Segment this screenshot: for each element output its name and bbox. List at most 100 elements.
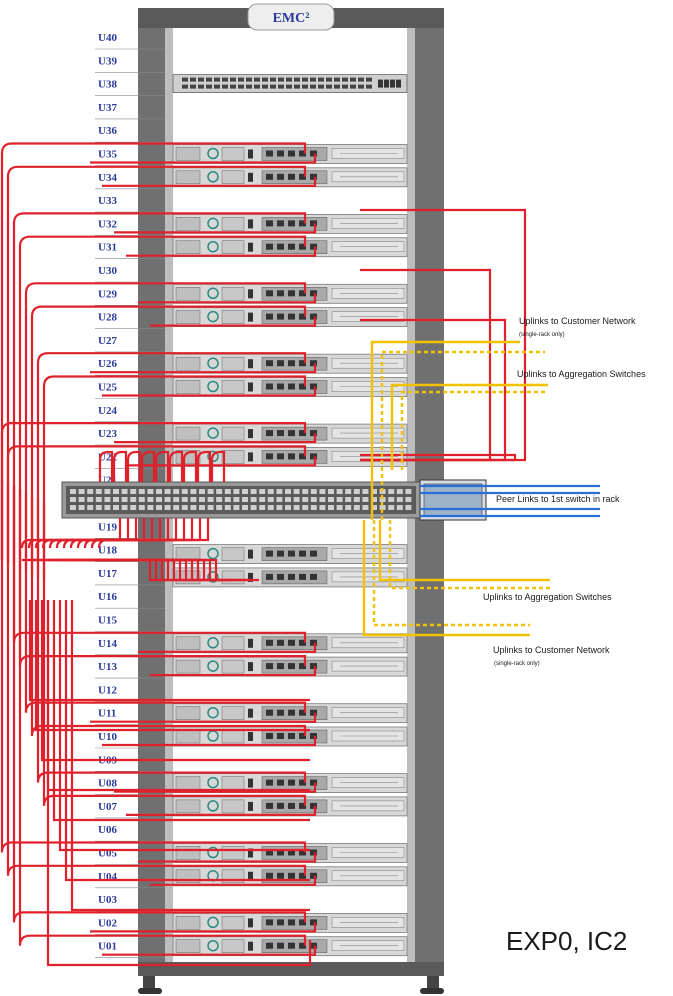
- server-node: [172, 544, 408, 564]
- red-cable: [98, 450, 114, 482]
- red-cable: [6, 483, 307, 876]
- red-cable: [76, 518, 186, 549]
- unit-label: U34: [98, 172, 117, 184]
- red-cable: [168, 450, 184, 482]
- unit-label: U35: [98, 149, 117, 161]
- unit-label: U38: [98, 79, 117, 91]
- rack-brand-badge: EMC²: [247, 3, 335, 31]
- server-node: [172, 237, 408, 258]
- unit-label: U11: [98, 708, 116, 720]
- red-cable: [126, 450, 142, 482]
- red-cable: [50, 558, 196, 582]
- red-cable: [6, 165, 307, 563]
- red-cable: [34, 518, 138, 549]
- uplinks-aggregation-top-label: Uplinks to Aggregation Switches: [517, 369, 646, 379]
- data-switch: [61, 479, 487, 521]
- red-cable: [41, 518, 146, 549]
- unit-label: U08: [98, 778, 117, 790]
- diagram-caption: EXP0, IC2: [506, 926, 627, 956]
- red-cable: [90, 922, 317, 933]
- red-cable: [48, 518, 154, 549]
- yellow-uplink: [390, 383, 548, 470]
- server-node: [172, 656, 408, 677]
- red-cable: [27, 518, 130, 549]
- red-cable: [42, 375, 307, 581]
- yellow-uplink: [388, 520, 550, 590]
- red-cable: [154, 450, 170, 482]
- yellow-uplink: [362, 520, 530, 637]
- server-node: [172, 167, 408, 188]
- red-cable: [18, 489, 307, 946]
- red-cable: [12, 212, 307, 566]
- red-cable: [40, 600, 310, 762]
- yellow-uplink: [378, 520, 550, 582]
- red-cable: [102, 176, 317, 187]
- unit-label: U40: [98, 32, 117, 44]
- red-cable: [20, 518, 122, 549]
- red-cable: [28, 600, 310, 702]
- uplinks-customer-bottom-label: Uplinks to Customer Network: [493, 645, 610, 655]
- uplinks-customer-top-label: Uplinks to Customer Network: [519, 316, 636, 326]
- server-node: [172, 773, 408, 793]
- red-cable: [46, 600, 312, 967]
- red-cable: [69, 518, 178, 549]
- red-cable: [99, 558, 259, 582]
- server-node: [172, 567, 408, 588]
- server-node: [172, 703, 408, 724]
- red-cable: [0, 422, 307, 560]
- server-node: [172, 843, 408, 863]
- red-cable: [58, 600, 310, 852]
- server-node: [172, 866, 408, 887]
- rack-brand-label: EMC²: [273, 11, 310, 26]
- unit-label: U16: [98, 591, 117, 603]
- unit-label: U39: [98, 55, 117, 67]
- unit-label: U12: [98, 684, 117, 696]
- unit-label: U30: [98, 265, 117, 277]
- unit-label: U31: [98, 242, 117, 254]
- red-cable: [360, 453, 517, 462]
- unit-label: U01: [98, 941, 117, 953]
- red-cable: [90, 363, 317, 374]
- uplinks-aggregation-bottom-label: Uplinks to Aggregation Switches: [483, 592, 612, 602]
- red-cable: [140, 450, 156, 482]
- red-cable: [150, 875, 317, 886]
- red-cable: [12, 486, 307, 923]
- unit-label: U17: [98, 568, 117, 580]
- red-cable: [114, 782, 317, 793]
- cables: [0, 142, 600, 967]
- server-node: [172, 307, 408, 328]
- unit-label: U06: [98, 824, 117, 836]
- red-cable: [97, 518, 210, 549]
- red-cable: [126, 805, 317, 816]
- unit-label: U02: [98, 917, 117, 929]
- server-node: [172, 377, 408, 397]
- red-cable: [102, 386, 317, 397]
- red-cable: [210, 450, 226, 482]
- red-cable: [70, 600, 310, 912]
- unit-label: U18: [98, 545, 117, 557]
- red-cable: [112, 450, 128, 482]
- red-cable: [102, 736, 317, 747]
- red-cable: [55, 518, 162, 549]
- red-cable: [90, 153, 317, 164]
- server-node: [172, 796, 408, 817]
- red-cable: [34, 600, 310, 732]
- red-cable: [90, 518, 202, 549]
- unit-label: U23: [98, 428, 117, 440]
- red-cable: [36, 352, 307, 578]
- red-cable: [126, 456, 317, 467]
- unit-label: U29: [98, 288, 117, 300]
- red-cable: [30, 305, 307, 575]
- unit-label: U14: [98, 638, 117, 650]
- server-node: [172, 283, 408, 304]
- yellow-uplink: [400, 390, 548, 470]
- server-node: [172, 144, 408, 164]
- unit-label: U19: [98, 521, 117, 533]
- red-cable: [114, 223, 317, 234]
- unit-label: U03: [98, 894, 117, 906]
- red-cable: [6, 445, 307, 563]
- unit-label: U36: [98, 125, 117, 137]
- server-node: [172, 446, 408, 467]
- red-cable: [126, 246, 317, 257]
